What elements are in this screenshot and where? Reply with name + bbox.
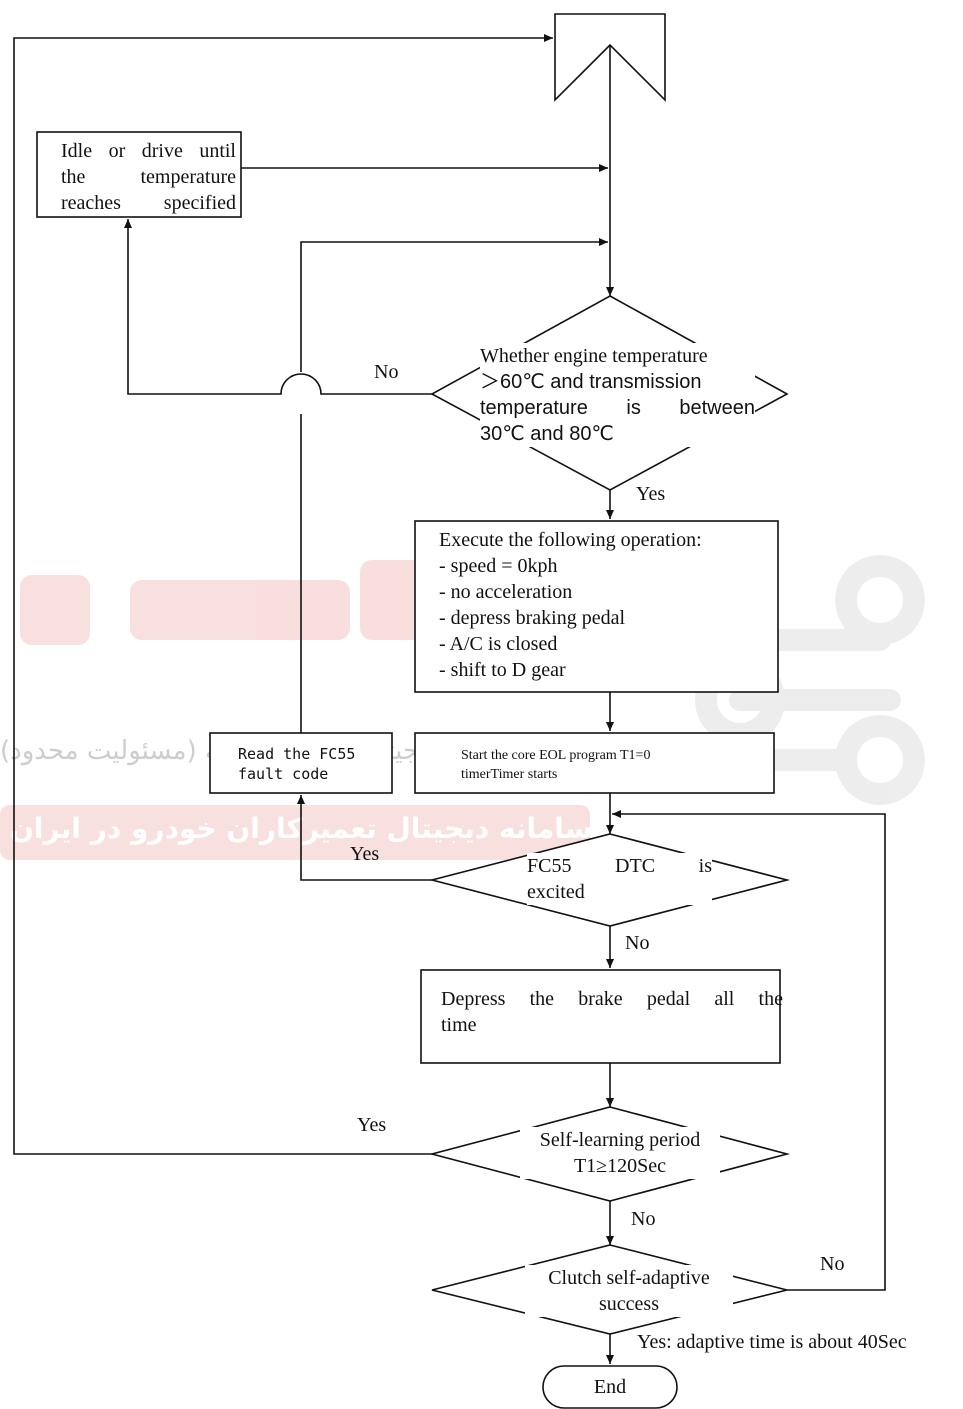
fc55-check-text: FC55 DTC is excited [527,853,712,905]
idle-line-2: the temperature [61,166,236,188]
label-fc55-yes: Yes [350,843,380,865]
label-period-yes: Yes [357,1114,387,1136]
edge-temp-no [124,219,432,395]
period-line-2: T1≥120Sec [573,1155,667,1177]
operation-box-text: Execute the following operation: - speed… [439,527,702,683]
idle-line-1: Idle or drive until [61,140,236,162]
depress-box-shape [420,969,781,1064]
edge-fc55-yes [297,795,432,881]
period-check-text: Self-learning period T1≥120Sec [520,1127,720,1179]
clutch-check-text: Clutch self-adaptive success [525,1265,733,1317]
temp-line-4: 30℃ and 80℃ [480,423,614,445]
idle-line-3: reaches specified [61,192,236,214]
depress-line-2: time [441,1014,477,1036]
label-clutch-no: No [820,1253,845,1275]
start-eol-box-text: Start the core EOL program T1=0 timerTim… [461,746,650,784]
depress-box-text: Depress the brake pedal all the time [441,986,783,1038]
op-line-5: - A/C is closed [439,633,558,655]
end-shape [542,1365,678,1409]
op-line-1: Execute the following operation: [439,529,702,551]
label-temp-yes: Yes [636,483,666,505]
edge-period-yes-loop [13,34,553,1155]
op-line-3: - no acceleration [439,581,573,603]
label-period-no: No [631,1208,656,1230]
end-label: End [593,1376,627,1398]
start-eol-box-shape [414,732,775,794]
op-line-2: - speed = 0kph [439,555,558,577]
read-fault-line-1: Read the FC55 [238,745,356,763]
operation-box-shape [414,520,779,693]
fc55-line-2: excited [527,881,585,903]
op-line-4: - depress braking pedal [439,607,626,629]
period-line-1: Self-learning period [539,1129,701,1151]
start-eol-line-1: Start the core EOL program T1=0 [461,748,651,763]
temp-check-text: Whether engine temperature ＞60℃ and tran… [480,343,755,447]
read-fault-box-shape [209,732,393,794]
read-fault-box-text: Read the FC55 fault code [238,744,355,784]
idle-box-shape [36,131,242,218]
watermark-line-2: اولین سامانه دیجیتال تعمیرکاران خودرو در… [10,812,677,845]
start-connector [554,13,666,102]
label-temp-no: No [374,361,399,383]
start-eol-line-2: timerTimer starts [461,767,558,782]
temp-line-1: Whether engine temperature [480,345,708,367]
idle-box-text: Idle or drive until the temperature reac… [61,138,236,216]
clutch-line-2: success [599,1293,659,1315]
clutch-line-1: Clutch self-adaptive [548,1267,710,1289]
temp-line-2: ＞60℃ and transmission [480,371,702,393]
depress-line-1: Depress the brake pedal all the [441,988,783,1010]
label-clutch-yes: Yes: adaptive time is about 40Sec [637,1331,907,1353]
fc55-line-1: FC55 DTC is [527,855,712,877]
edge-clutch-no [612,810,886,1291]
temp-line-3: temperature is between [480,397,755,419]
label-fc55-no: No [625,932,650,954]
read-fault-line-2: fault code [238,765,329,783]
op-line-6: - shift to D gear [439,659,566,681]
